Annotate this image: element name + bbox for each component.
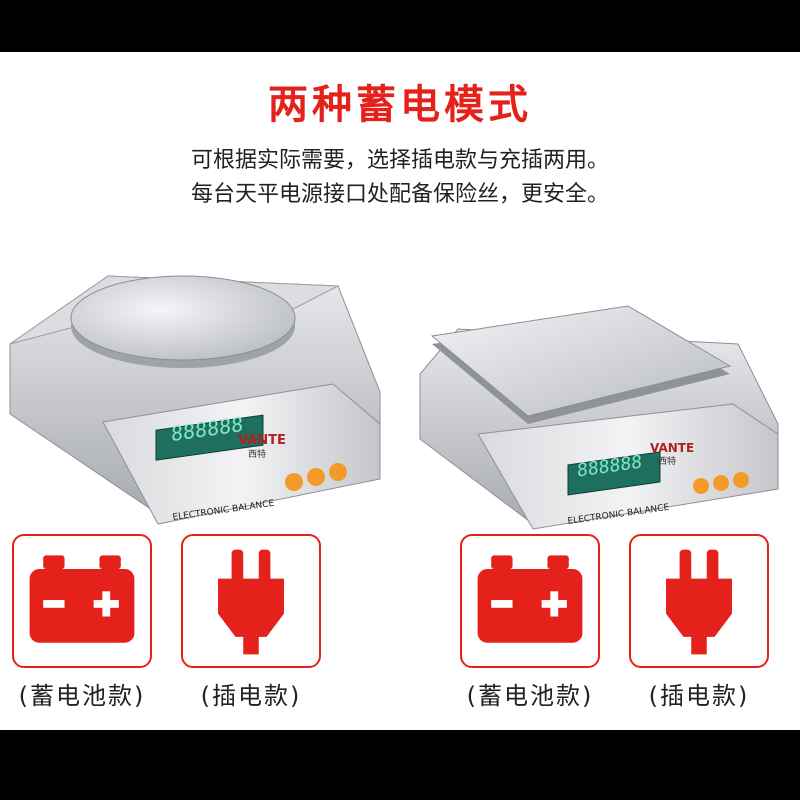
battery-mode-card [12,534,152,668]
headline: 两种蓄电模式 [268,82,532,128]
plug-icon [666,549,732,655]
scale-round-pan: 888888 VANTE 西特 ELECTRONIC BALANCE [8,274,388,544]
plug-mode-card [629,534,769,668]
brand-cn-right: 西特 [658,455,676,467]
brand-logo-right: VANTE [650,441,694,455]
plug-mode-caption: (插电款) [200,682,302,710]
brand-cn-left: 西特 [248,448,266,460]
scale-round-illustration: 888888 VANTE 西特 ELECTRONIC BALANCE [9,275,381,525]
battery-icon [29,555,135,643]
product-banner: 两种蓄电模式 可根据实际需要，选择插电款与充插两用。 每台天平电源接口处配备保险… [0,52,800,730]
plug-mode-card [181,534,321,668]
description-line-1: 可根据实际需要，选择插电款与充插两用。 [190,148,609,173]
battery-mode-caption: (蓄电池款) [466,682,594,710]
description-line-2: 每台天平电源接口处配备保险丝，更安全。 [190,182,609,207]
battery-mode-card [460,534,600,668]
scale-square-pan: 888888 VANTE 西特 ELECTRONIC BALANCE [418,274,798,544]
plug-icon [218,549,284,655]
battery-icon [477,555,583,643]
scale-square-illustration: 888888 VANTE 西特 ELECTRONIC BALANCE [419,305,779,530]
battery-mode-caption: (蓄电池款) [18,682,146,710]
plug-mode-caption: (插电款) [648,682,750,710]
brand-logo-left: VANTE [238,433,286,448]
